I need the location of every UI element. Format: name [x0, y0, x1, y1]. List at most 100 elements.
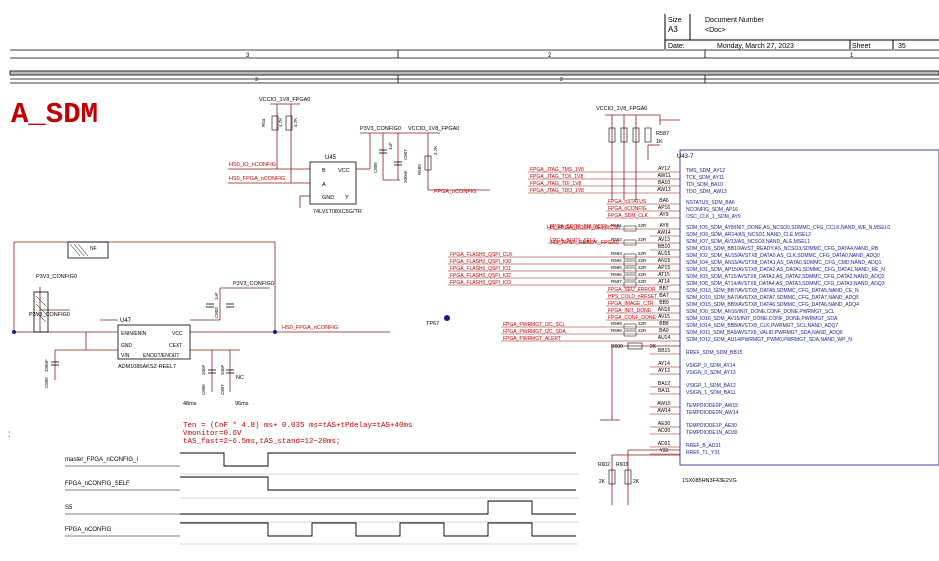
u47-pin-vin: VIN — [121, 353, 130, 359]
config-net2: VCCIO_1V8_FPGA0 — [408, 126, 459, 132]
u47-junction-right — [273, 330, 277, 334]
r602-ref: R602 — [598, 462, 610, 468]
sheet-value: 35 — [898, 43, 906, 50]
u47-pin-cext: CEXT — [169, 343, 182, 349]
u43-ball-22: BA9 — [659, 328, 669, 334]
u45-pin-b: B — [322, 168, 326, 174]
u43-power-net: VCCIO_1V8_FPGA0 — [596, 106, 647, 112]
u43-series-res-ref-2: R593 — [611, 251, 622, 256]
u47-switch-left — [33, 291, 49, 333]
u43-ball-21: BB8 — [659, 321, 669, 327]
waveform-label-1: FPGA_nCONFIG_SELF — [65, 481, 130, 487]
c800-val: 100nF — [44, 359, 49, 372]
u45-res2-val: 4.7K — [293, 118, 298, 127]
u47-net-top: P3V3_CONFIG0 — [36, 274, 77, 280]
u43-series-res-8 — [623, 330, 637, 337]
u47-out-net: HS0_FPGA_nCONFIG — [282, 325, 338, 331]
c807b-val: 10nF — [220, 364, 225, 375]
u43-pin-name-8: SDM_IO9_SDM_AR14/AS_NCSO1,NAND_CLE,MSEL2 — [686, 232, 811, 238]
u43-pin-name-30: TEMPDIODE0N_AW14 — [686, 410, 739, 416]
u43-series-res-ref-8: R599 — [611, 328, 622, 333]
timing-waveforms: master_FPGA_nCONFIG_IFPGA_nCONFIG_SELFS5… — [65, 452, 578, 545]
u43-net-label-17: FPGA_INIT_DONE — [608, 308, 652, 314]
c806-ref: C806 — [201, 384, 206, 395]
u43-net-label-11: FPGA_FLASH0_QSPI_IO1 — [450, 266, 511, 272]
u43-ball-29: AW15 — [657, 401, 671, 407]
config-out-net: FPGA_nCONFIG — [434, 189, 476, 195]
waveform-trace-1 — [180, 476, 576, 491]
zone-border-top — [9, 49, 939, 84]
u43-series-res-val-2: 22R — [638, 251, 647, 256]
u45-res1 — [271, 115, 279, 131]
waveform-trace-0 — [180, 452, 576, 467]
u43-pin-name-33: RREF_B_AD31 — [686, 443, 721, 449]
u43-net-label-10: FPGA_FLASH0_QSPI_IO0 — [450, 259, 511, 265]
u47-part: ADM1085AKSZ-REEL7 — [118, 364, 176, 370]
u47-sw-label: NF — [90, 246, 97, 252]
u43-pin-name-17: SDM_IO10_SDM_BA7/AVSTX8_DATA7,SDMMC_CFG_… — [686, 295, 859, 301]
u43-ball-14: AT15 — [658, 272, 670, 278]
u43-ball-24: BB15 — [658, 348, 670, 354]
u43-series-res-val-0: 22R — [638, 223, 647, 228]
c803-val: 1uF — [214, 292, 219, 300]
u43-series-res-3 — [623, 260, 637, 267]
u47-pin-vcc: VCC — [172, 331, 183, 337]
u47-switch-top — [67, 241, 109, 259]
r589-body — [424, 155, 432, 171]
u43-pin-name-34: RREF_TL_Y31 — [686, 450, 720, 456]
c807-ref: C807 — [403, 149, 408, 160]
u47-pin-enin: ENIN/ENIN — [121, 331, 147, 337]
u43-r587 — [644, 127, 652, 143]
u45-pin-y: Y — [345, 195, 349, 201]
u45-net-b: HS0_IO_nCONFIG — [229, 162, 276, 168]
u43-body — [679, 149, 939, 466]
u45-res1-ref: R5a — [261, 118, 266, 127]
zone-label-1: 1 — [850, 53, 854, 59]
r602-body — [608, 469, 616, 485]
u43-pin-name-29: TEMPDIODE0P_AW15 — [686, 403, 738, 409]
u43-pullup1 — [608, 127, 616, 143]
zone-label-2: 2 — [548, 53, 552, 59]
sheet-label: Sheet — [852, 43, 870, 50]
u47-ref: U47 — [120, 318, 132, 324]
u43-pin-name-15: SDM_IO6_SDM_AT14/AVSTX8_DATA4,AS_DATA3,S… — [686, 281, 885, 287]
u43-pin-name-27: VSIGP_1_SDM_BA12 — [686, 383, 736, 389]
u43-series-res-val-8: 22R — [638, 328, 647, 333]
u43-series-res-2 — [623, 253, 637, 260]
u43-net-label-2: FPGA_JTAG_TDI_1V8 — [530, 181, 582, 187]
u43-ball-18: BB9 — [659, 300, 669, 306]
u43-pin-name-24: RREF_SDM_SDM_BB15 — [686, 350, 743, 356]
u43-pin-name-26: VSIGN_0_SDM_AY13 — [686, 370, 736, 376]
u45-wires — [228, 103, 371, 208]
r603-body — [624, 469, 632, 485]
u47-pin-enout: ENOUT/ENOUT — [143, 353, 179, 359]
u43-pin-name-23: SDM_IO12_SDM_AU14/PWRMGT_PWM0,PWRMGT_SDA… — [686, 337, 852, 343]
u43-ball-15: AT14 — [658, 279, 670, 285]
u43-pin-name-1: TCK_SDM_AY11 — [686, 175, 724, 181]
u43-net-label-14: FPGA_SEU_ERROR — [608, 287, 656, 293]
doc-number-label: Document Number — [705, 17, 764, 24]
u45-body — [309, 161, 357, 205]
config-net1: P3V3_CONFIG0 — [360, 126, 401, 132]
u43-ball-26: AY13 — [658, 368, 670, 374]
u43-ref: U43-7 — [677, 154, 694, 160]
waveform-trace-2 — [180, 500, 576, 515]
u45-part: 74LV1T08XC5G/TR — [313, 209, 362, 215]
margin-mark: : — [8, 429, 11, 440]
u43-ball-34: Y31 — [660, 448, 669, 454]
u43-net-label-3: FPGA_JTAG_TDO_1V8 — [530, 188, 584, 194]
u43-part: 1SX085HN3F43E2VG — [682, 478, 737, 484]
timing-note-3: tAS_fast=2~6.5ms,tAS_stand=12~20ms; — [183, 438, 341, 446]
u43-left-nets: FPGA_JTAG_TMS_1V8FPGA_JTAG_TCK_1V8FPGA_J… — [448, 167, 657, 342]
u43-hs-net: HS_FPGA_BOOT_SEL0/CS0 — [547, 225, 620, 231]
u47-nc: NC — [236, 375, 244, 381]
c806-val: 10nF — [201, 364, 206, 375]
u43-pullup2 — [620, 127, 628, 143]
u43-net-label-7: FPGA_BOOT_SEL0/CS0 — [550, 224, 607, 230]
u43-net-label-15: HPS_COLD_nRESET — [608, 294, 657, 300]
u43-ball-33: AD31 — [658, 441, 671, 447]
zone-label-3: 3 — [246, 53, 250, 59]
u43-ball-17: BA7 — [659, 293, 669, 299]
c800-ref: C800 — [44, 377, 49, 388]
